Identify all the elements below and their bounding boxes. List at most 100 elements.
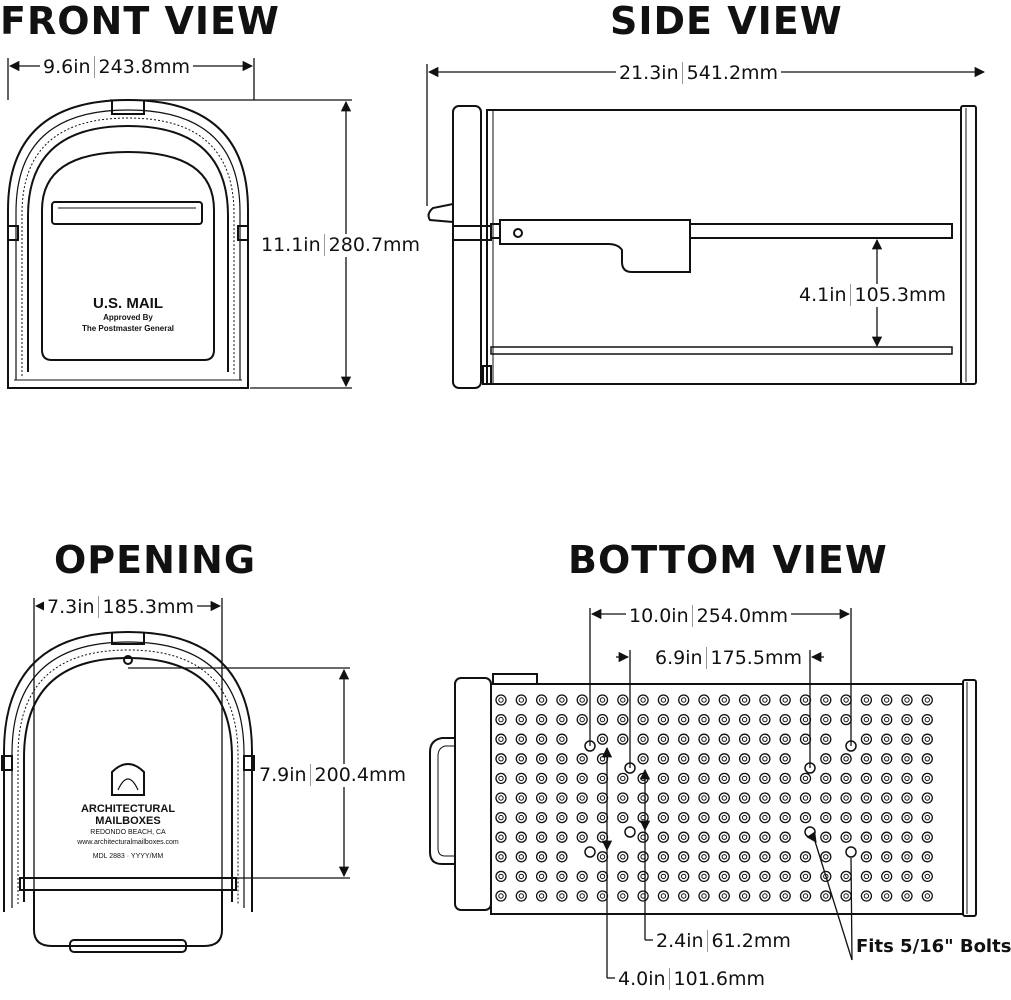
perforation-hole <box>901 792 913 804</box>
perforation-hole <box>840 792 852 804</box>
perforation-hole <box>556 694 568 706</box>
perforation-hole <box>515 733 527 745</box>
opening-height-mm: 200.4mm <box>309 764 406 786</box>
perforation-hole-inner <box>498 873 504 880</box>
perforation-hole-inner <box>701 756 707 762</box>
front-door-text-postmaster: The Postmaster General <box>82 324 174 333</box>
perforation-hole-inner <box>721 716 727 723</box>
perforation-hole-inner <box>782 873 788 880</box>
perforation-hole <box>515 753 527 765</box>
perforation-hole <box>881 772 893 785</box>
perforation-hole <box>759 713 771 726</box>
perforation-hole <box>698 733 710 745</box>
perforation-hole <box>921 890 933 902</box>
perforation-hole-inner <box>538 814 545 821</box>
perforation-hole <box>921 713 933 726</box>
perforation-hole-inner <box>863 834 870 840</box>
perforation-hole <box>759 733 771 745</box>
perforation-hole-inner <box>620 795 626 801</box>
perforation-hole <box>759 694 771 706</box>
perforation-hole <box>759 792 771 804</box>
perforation-hole-inner <box>924 873 930 880</box>
perforation-hole <box>901 870 913 883</box>
perforation-hole <box>657 772 670 785</box>
opening-height-in: 7.9in <box>259 764 307 786</box>
perforation-hole <box>718 753 730 765</box>
perforation-hole <box>860 851 873 863</box>
perforation-hole-inner <box>884 795 890 801</box>
perforation-hole <box>779 851 791 863</box>
perforation-hole-inner <box>721 795 727 801</box>
perforation-hole <box>596 831 609 843</box>
perforation-hole <box>556 870 568 883</box>
perforation-hole <box>576 694 588 706</box>
perforation-hole-inner <box>863 736 870 742</box>
front-height-in: 11.1in <box>261 234 321 256</box>
perforation-hole-inner <box>884 775 890 782</box>
perforation-hole-inner <box>762 775 768 782</box>
perforation-hole-inner <box>843 814 849 821</box>
opening-width-mm: 185.3mm <box>97 596 194 618</box>
perforation-hole <box>678 890 690 902</box>
perforation-hole <box>495 753 507 765</box>
perforation-hole-inner <box>660 756 667 762</box>
perforation-hole-inner <box>762 834 768 840</box>
perforation-hole <box>820 792 832 804</box>
perforation-hole-inner <box>924 854 930 860</box>
perforation-hole <box>840 753 852 765</box>
bottom-view-title: BOTTOM VIEW <box>568 538 888 582</box>
perforation-hole <box>535 753 548 765</box>
perforation-hole <box>515 851 527 863</box>
perforation-hole-inner <box>559 775 565 782</box>
perforation-hole-inner <box>884 756 890 762</box>
perforation-hole <box>617 713 629 726</box>
side-flag-mm: 105.3mm <box>849 284 946 306</box>
perforation-hole <box>901 831 913 843</box>
perforation-hole-inner <box>518 893 524 899</box>
perforation-hole <box>495 831 507 843</box>
perforation-hole <box>881 694 893 706</box>
perforation-hole-inner <box>884 873 890 880</box>
perforation-hole <box>779 811 791 824</box>
perforation-hole-inner <box>884 716 890 723</box>
perforation-hole <box>799 811 812 824</box>
perforation-hole <box>779 870 791 883</box>
perforation-hole-inner <box>843 893 849 899</box>
perforation-hole-inner <box>782 756 788 762</box>
perforation-hole <box>637 713 649 726</box>
perforation-hole-inner <box>579 697 585 703</box>
perforation-hole-inner <box>843 756 849 762</box>
perforation-hole-inner <box>884 854 890 860</box>
perforation-hole <box>759 870 771 883</box>
perforation-hole <box>840 890 852 902</box>
perforation-hole-inner <box>599 795 606 801</box>
front-door-text-approved: Approved By <box>103 313 153 322</box>
perforation-hole-inner <box>863 795 870 801</box>
perforation-hole <box>535 792 548 804</box>
perforation-hole <box>901 753 913 765</box>
perforation-hole-inner <box>518 697 524 703</box>
perforation-hole <box>901 772 913 785</box>
perforation-hole-inner <box>721 873 727 880</box>
perforation-hole-inner <box>762 873 768 880</box>
perforation-hole <box>901 733 913 745</box>
perforation-hole-inner <box>620 854 626 860</box>
perforation-hole-inner <box>802 814 809 821</box>
perforation-hole-inner <box>701 854 707 860</box>
perforation-hole <box>820 733 832 745</box>
perforation-hole <box>698 870 710 883</box>
perforation-hole-inner <box>498 775 504 782</box>
perforation-hole <box>657 694 670 706</box>
perforation-hole-inner <box>538 716 545 723</box>
perforation-hole <box>637 811 649 824</box>
perforation-hole-inner <box>559 736 565 742</box>
bottom-hole-grid <box>495 694 933 902</box>
perforation-hole-inner <box>741 854 748 860</box>
perforation-hole-inner <box>741 795 748 801</box>
perforation-hole-inner <box>681 795 687 801</box>
perforation-hole <box>759 772 771 785</box>
perforation-hole-inner <box>660 736 667 742</box>
perforation-hole <box>860 753 873 765</box>
